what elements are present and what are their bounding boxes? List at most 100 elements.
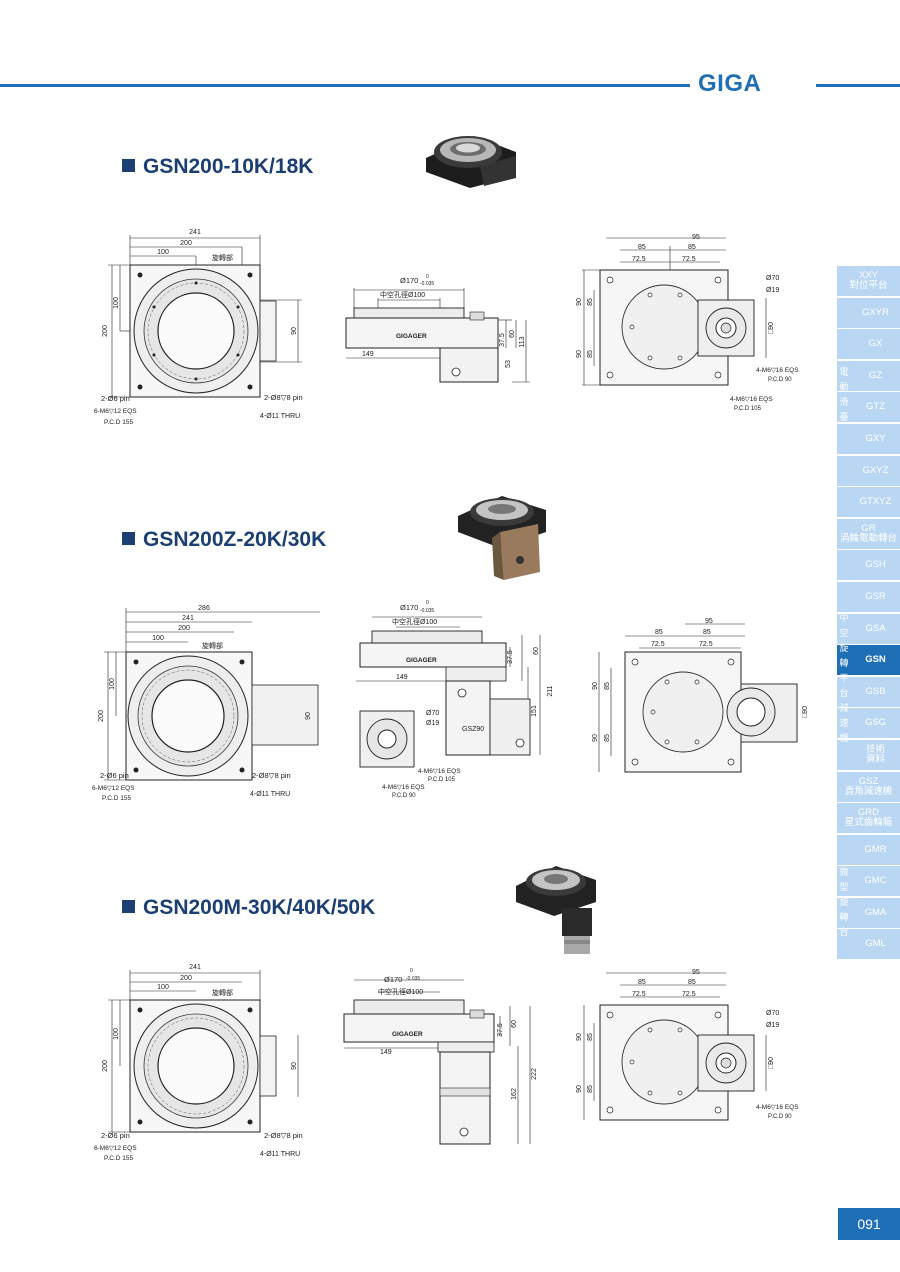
tab-gtxyz[interactable]: GTXYZ [837, 487, 900, 518]
eqs2-label: 4-M6▽16 EQS [382, 784, 425, 791]
gsz90-label: GSZ90 [462, 726, 484, 733]
pcd-label: P.C.D 155 [104, 1155, 134, 1162]
tab-gmr[interactable]: GMR [837, 834, 900, 865]
tol-top: 0 [426, 600, 429, 606]
page-number: 091 [838, 1208, 900, 1240]
pin6-label: 2-Ø6 pin [100, 771, 129, 780]
dim-85-a: 85 [655, 629, 663, 636]
product-photo-gsn200m [516, 866, 596, 954]
tab-label: GSH [865, 559, 886, 571]
tab-gxy[interactable]: GXY [837, 423, 900, 454]
thru-label: 4-Ø11 THRU [260, 1151, 300, 1158]
dim-v85-b: 85 [587, 1085, 594, 1093]
tab-gml[interactable]: GML [837, 929, 900, 960]
tab-grd[interactable]: GRD 星式齒輪箱 [837, 803, 900, 834]
dim-211: 211 [547, 685, 554, 696]
gigager-logo: GIGAGER [392, 1031, 423, 1038]
tab-gma[interactable]: GMA [837, 897, 900, 928]
dim-95: 95 [692, 234, 700, 241]
dim-side-200: 200 [102, 325, 109, 337]
tab-label: GXY [865, 432, 886, 444]
gigager-logo: GIGAGER [406, 657, 437, 664]
rotating-part-label: 旋轉部 [202, 641, 223, 650]
tab-label: GR 渦輪電動轉台 [839, 522, 897, 544]
tab-label: GTZ [866, 401, 885, 413]
tab-gr[interactable]: GR 渦輪電動轉台 [837, 518, 900, 549]
tab-gxyz[interactable]: GXYZ [837, 455, 900, 486]
tab-gsa[interactable]: GSA [837, 613, 900, 644]
tab-gz[interactable]: GZ [837, 360, 900, 391]
tab-gmc[interactable]: GMC [837, 866, 900, 897]
hollow-label: 中空孔徑Ø100 [392, 617, 437, 626]
dim-72-5-a: 72.5 [632, 991, 646, 998]
section-title-text: GSN200-10K/18K [143, 155, 314, 178]
tab-gxyr[interactable]: GXYR [837, 297, 900, 328]
pcd2-label: P.C.D 90 [392, 793, 416, 799]
side-view-drawing: Ø170 0 -0.035 中空孔徑Ø100 GIGAGER 149 37.5 … [356, 600, 554, 799]
dim-200: 200 [180, 240, 192, 247]
tab-gsb[interactable]: GSB [837, 676, 900, 707]
dim-v90-b: 90 [576, 1085, 583, 1093]
dim-162: 162 [511, 1088, 518, 1100]
tab-gsr[interactable]: GSR [837, 581, 900, 612]
tab-gx[interactable]: GX [837, 329, 900, 360]
dim-95: 95 [692, 969, 700, 976]
tab-label: GSG [864, 717, 887, 729]
dim-200: 200 [178, 625, 190, 632]
section-title-text: GSN200Z-20K/30K [143, 528, 327, 551]
bullet-square [122, 159, 135, 172]
end-view-drawing: 95 85 85 72.5 72.5 □90 90 85 90 85 [592, 618, 809, 773]
tab-gsh[interactable]: GSH [837, 550, 900, 581]
section-title-text: GSN200M-30K/40K/50K [143, 896, 376, 919]
tab-gtz[interactable]: GTZ [837, 392, 900, 423]
eqs-label: 6-M6▽12 EQS [94, 408, 137, 415]
group-label-micro: 微型旋轉台 [839, 868, 849, 938]
eqs1-label: 4-M6▽16 EQS [418, 768, 461, 775]
pin8-label: 2-Ø8▽8 pin [252, 771, 291, 780]
tab-label: GML [865, 938, 886, 950]
tab-xxy[interactable]: XXY 對位平台 [837, 266, 900, 296]
tab-label: 技術 資料 [865, 743, 885, 765]
tab-gsn[interactable]: GSN [837, 645, 900, 676]
dim-side-100: 100 [113, 1028, 120, 1040]
dim-side-200: 200 [102, 1060, 109, 1072]
tab-tech-data[interactable]: 技術 資料 [837, 739, 900, 770]
end-view-drawing: 95 85 85 72.5 72.5 Ø70 Ø19 □90 90 85 90 … [576, 969, 799, 1121]
dim-85-a: 85 [638, 244, 646, 251]
pin8-label: 2-Ø8▽8 pin [264, 393, 303, 402]
pcd1-label: P.C.D 105 [428, 777, 456, 783]
hollow-label: 中空孔徑Ø100 [378, 987, 423, 996]
tol-top: 0 [426, 274, 429, 280]
bullet-square [122, 532, 135, 545]
tab-label: GXYZ [862, 464, 889, 476]
tab-gsz[interactable]: GSZ 直角減速機 [837, 771, 900, 802]
dim-53: 53 [505, 360, 512, 368]
tab-label: GSA [865, 622, 886, 634]
dim-113: 113 [519, 336, 526, 347]
dim-70: Ø70 [766, 1010, 779, 1017]
thru-label: 4-Ø11 THRU [260, 413, 300, 420]
pin8-label: 2-Ø8▽8 pin [264, 1131, 303, 1140]
rotating-part-label: 旋轉部 [212, 253, 233, 262]
dim-sq-90: □90 [802, 706, 809, 718]
dim-72-5-b: 72.5 [699, 641, 713, 648]
tab-label: GMA [864, 906, 887, 918]
dim-170: Ø170 [400, 276, 418, 285]
tab-label: XXY 對位平台 [849, 270, 888, 291]
dim-v90-a: 90 [592, 682, 599, 690]
dim-72-5-a: 72.5 [632, 256, 646, 263]
tab-gsg[interactable]: GSG [837, 708, 900, 739]
dim-241: 241 [189, 964, 201, 971]
brand-logo: GIGA [698, 70, 762, 97]
dim-222: 222 [531, 1068, 538, 1080]
dim-side-200: 200 [98, 710, 105, 722]
pcd-label: P.C.D 155 [102, 795, 132, 802]
eqs-label: 6-M6▽12 EQS [94, 1145, 137, 1152]
gigager-logo: GIGAGER [396, 333, 427, 340]
pcd2-label: P.C.D 105 [734, 406, 762, 412]
tol-top: 0 [410, 968, 413, 974]
dim-72-5-b: 72.5 [682, 256, 696, 263]
dim-60: 60 [533, 647, 540, 655]
dim-side-90: 90 [305, 712, 312, 720]
dim-v90-b: 90 [592, 734, 599, 742]
